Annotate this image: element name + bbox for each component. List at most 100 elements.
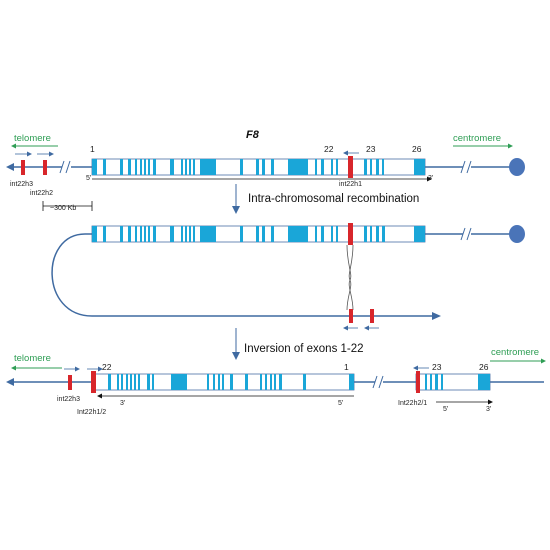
exon [262,226,265,242]
exon [134,374,136,390]
exon [364,159,367,175]
exon [245,374,248,390]
exon [117,374,119,390]
exon [274,374,276,390]
int22h2-label-top: int22h2 [30,190,53,197]
exon [144,159,146,175]
exon [279,374,282,390]
telomere-label-top: telomere [14,133,51,144]
normal-chromosome: telomere centromere [6,129,525,212]
gene-label-f8: F8 [246,129,260,141]
five-prime-right-bottom: 5' [443,406,448,413]
exon [92,226,97,242]
exon [200,226,216,242]
exon [170,226,174,242]
exon [200,159,216,175]
centromere-oval-mid [509,225,525,243]
exon-1-label-top: 1 [90,144,95,154]
exon [303,374,306,390]
exon [181,159,183,175]
three-prime-right-bottom: 3' [486,406,491,413]
int22h2-1-marker [416,371,420,393]
exon [265,374,267,390]
exon [376,226,379,242]
telomere-end-arrow-bottom [6,378,14,386]
exon [153,226,156,242]
int22h2-1-label: Int22h2/1 [398,400,427,407]
exon [222,374,224,390]
int22h3-label-bottom: int22h3 [57,396,80,403]
exon [140,159,142,175]
exon [185,226,187,242]
chromosome-loop [51,233,436,317]
exon [152,374,154,390]
int22h1-marker-mid [348,223,353,245]
exon [128,226,131,242]
int22h1-2-label: Int22h1/2 [77,409,106,416]
scale-bar [42,201,93,211]
centromere-label-bottom: centromere [491,347,539,358]
exon [288,159,308,175]
exon [120,159,123,175]
step1-caption: Intra-chromosomal recombination [248,193,419,205]
exon [414,159,425,175]
exon [260,374,262,390]
int22h1-label-top: int22h1 [339,181,362,188]
exon-group-fragment [425,374,490,390]
exon-22-label-bottom: 22 [102,362,112,372]
exon [120,226,123,242]
exon-group-inverted [108,374,354,390]
int22h3-marker-top [21,160,25,175]
exon [189,226,191,242]
crossover [346,244,354,311]
exon [256,159,259,175]
exon [271,159,274,175]
exon [170,159,174,175]
exon [138,374,140,390]
exon [126,374,128,390]
exon [370,226,372,242]
exon [171,374,187,390]
centromere-label-top: centromere [453,133,501,144]
three-prime-label-top: 3' [428,175,433,182]
exon [315,159,317,175]
exon [240,226,243,242]
exon [414,226,425,242]
exon [207,374,209,390]
inverted-chromosome: telomere centromere [6,347,546,416]
exon [128,159,131,175]
exon [153,159,156,175]
int22h3-label-top: int22h3 [10,181,33,188]
exon [321,226,324,242]
exon [193,226,195,242]
exon [331,159,333,175]
exon [92,159,97,175]
exon [435,374,438,390]
int22h2-marker-top [43,160,47,175]
exon [148,226,150,242]
exon [382,159,384,175]
exon [193,159,195,175]
exon [370,159,372,175]
exon [135,159,137,175]
exon-group-mid [92,226,425,242]
exon [189,159,191,175]
three-prime-left-bottom: 3' [120,400,125,407]
exon [140,226,142,242]
centromere-oval-top [509,158,525,176]
exon [478,374,490,390]
int22h1-2-marker [91,371,96,393]
exon [336,159,338,175]
step2-caption: Inversion of exons 1-22 [244,343,364,355]
exon [382,226,385,242]
exon-26-label-bottom: 26 [479,362,489,372]
exon [331,226,333,242]
int22h3-marker-bottom [68,375,72,390]
exon [256,226,259,242]
looped-chromosome [51,223,525,331]
exon [376,159,379,175]
exon [108,374,111,390]
exon [262,159,265,175]
five-prime-left-bottom: 5' [338,400,343,407]
